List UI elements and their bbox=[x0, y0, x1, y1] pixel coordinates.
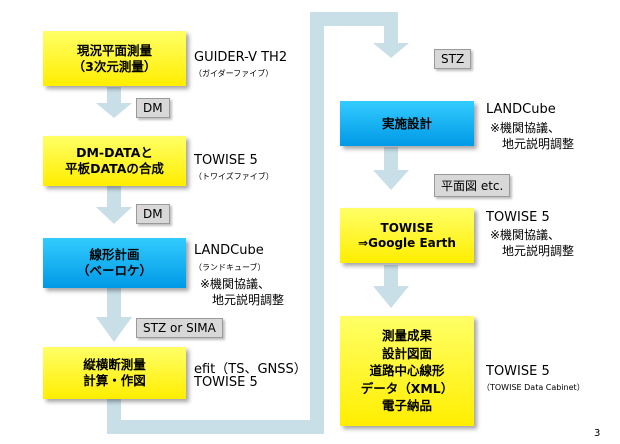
tag-dm-2: DM bbox=[136, 204, 170, 224]
label-towise-3: TOWISE 5 bbox=[486, 210, 550, 225]
label-landcube-2-note1: ※機関協議、 bbox=[490, 121, 561, 135]
box-deliverables-line4: データ（XML） bbox=[360, 380, 454, 396]
box-current-survey: 現況平面測量 （3次元測量） bbox=[43, 31, 186, 86]
arrow-6 bbox=[373, 265, 409, 308]
box-alignment-plan: 線形計画 （ベーロケ） bbox=[43, 238, 186, 288]
label-towise-3-note1: ※機関協議、 bbox=[490, 228, 561, 242]
box-google-earth: TOWISE ⇒Google Earth bbox=[340, 208, 474, 263]
label-towise-4: TOWISE 5 bbox=[486, 364, 550, 379]
label-landcube-2: LANDCube bbox=[486, 102, 556, 117]
label-towise-3-note2: 地元説明調整 bbox=[502, 244, 575, 258]
box-alignment-plan-line2: （ベーロケ） bbox=[76, 263, 152, 278]
arrow-5 bbox=[373, 147, 409, 190]
label-landcube-1: LANDCube bbox=[194, 243, 264, 258]
label-efit: efit（TS、GNSS） bbox=[194, 362, 307, 377]
label-towise-2: TOWISE 5 bbox=[194, 375, 258, 390]
box-dm-merge: DM-DATAと 平板DATAの合成 bbox=[43, 136, 186, 186]
tag-stz: STZ bbox=[434, 49, 472, 69]
label-landcube-1-note1: ※機関協議、 bbox=[200, 277, 271, 291]
box-dm-merge-line1: DM-DATAと bbox=[76, 145, 153, 161]
box-alignment-plan-line1: 線形計画 bbox=[89, 247, 140, 263]
box-deliverables-line5: 電子納品 bbox=[381, 398, 432, 414]
box-deliverables: 測量成果 設計図面 道路中心線形 データ（XML） 電子納品 bbox=[340, 316, 474, 426]
box-profile-survey: 縦横断測量 計算・作図 bbox=[43, 347, 186, 399]
box-profile-survey-line1: 縦横断測量 bbox=[83, 357, 146, 373]
box-profile-survey-line2: 計算・作図 bbox=[83, 373, 146, 388]
label-guider-reading: （ガイダーファイブ） bbox=[194, 69, 274, 78]
box-detailed-design: 実施設計 bbox=[340, 101, 474, 146]
arrow-3 bbox=[96, 285, 132, 342]
arrow-1 bbox=[96, 87, 132, 118]
box-google-earth-line1: TOWISE bbox=[380, 220, 434, 235]
box-current-survey-line1: 現況平面測量 bbox=[76, 42, 152, 58]
label-landcube-1-note2: 地元説明調整 bbox=[212, 293, 285, 307]
tag-stz-sima: STZ or SIMA bbox=[136, 318, 223, 338]
label-towise-1-reading: （トワイズファイブ） bbox=[194, 172, 274, 181]
box-google-earth-line2: ⇒Google Earth bbox=[358, 235, 456, 250]
box-current-survey-line2: （3次元測量） bbox=[72, 58, 157, 74]
tag-dm-1: DM bbox=[136, 98, 170, 118]
label-towise-4-cabinet: （TOWISE Data Cabinet） bbox=[482, 383, 585, 392]
arrow-2 bbox=[96, 186, 132, 224]
label-landcube-1-reading: （ランドキューブ） bbox=[194, 263, 266, 272]
page-number: 3 bbox=[594, 428, 601, 439]
box-deliverables-line2: 設計図面 bbox=[381, 345, 432, 361]
tag-plan-drawing: 平面図 etc. bbox=[434, 174, 511, 197]
box-deliverables-line3: 道路中心線形 bbox=[369, 363, 445, 379]
box-detailed-design-line1: 実施設計 bbox=[381, 115, 432, 131]
label-towise-1: TOWISE 5 bbox=[194, 153, 258, 168]
box-dm-merge-line2: 平板DATAの合成 bbox=[65, 161, 164, 176]
box-deliverables-line1: 測量成果 bbox=[381, 328, 432, 344]
label-guider: GUIDER-V TH2 bbox=[194, 50, 288, 65]
label-landcube-2-note2: 地元説明調整 bbox=[502, 137, 575, 151]
